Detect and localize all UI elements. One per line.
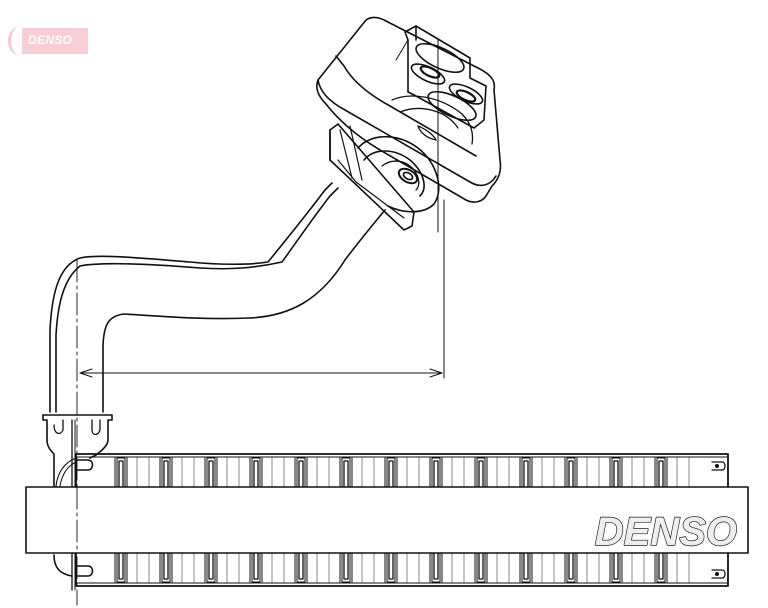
dimension-line	[79, 39, 445, 379]
fin-pattern-bottom	[114, 551, 726, 583]
core-brand-label: DENSO	[595, 510, 737, 554]
denso-watermark-logo: DENSO	[0, 26, 88, 56]
watermark-arc	[8, 26, 34, 56]
watermark-bar	[22, 28, 88, 54]
heat-exchanger-core: DENSO	[25, 453, 749, 587]
expansion-valve-block	[316, 16, 502, 203]
watermark-text: DENSO	[28, 33, 73, 47]
pipe-assembly	[49, 182, 386, 606]
core-label-band	[25, 486, 749, 554]
fin-pattern-top	[114, 457, 726, 489]
union-fitting	[329, 123, 440, 231]
